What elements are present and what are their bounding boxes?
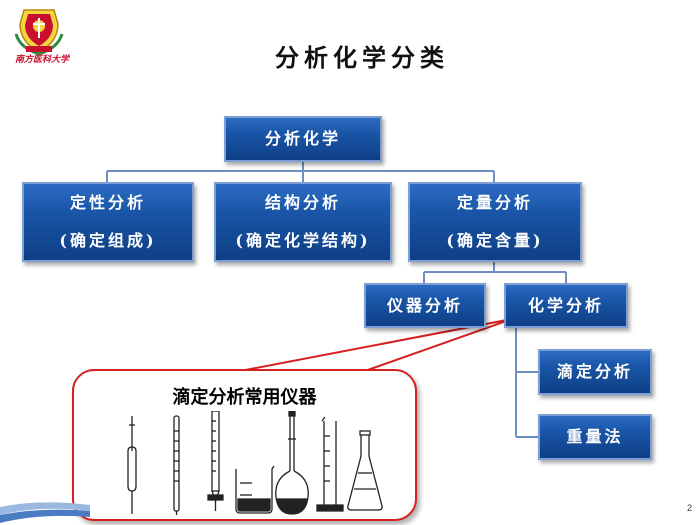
node-label: 仪器分析 — [386, 295, 463, 315]
burette-icon — [207, 411, 224, 511]
volumetric-flask-icon — [275, 411, 309, 515]
conical-flask-icon — [347, 430, 383, 511]
graduated-cylinder-icon — [316, 416, 344, 512]
page-title: 分析化学分类 — [275, 43, 449, 72]
university-logo-icon — [14, 9, 64, 56]
node-sublabel: (确定含量) — [446, 231, 544, 250]
university-name: 南方医科大学 — [14, 55, 69, 65]
callout-box: 滴定分析常用仪器 — [72, 369, 417, 521]
footer-decoration-icon — [0, 502, 90, 523]
node-analytical-chemistry: 分析化学 — [224, 116, 382, 162]
node-label: 定量分析 — [456, 193, 533, 212]
callout-title: 滴定分析常用仪器 — [172, 387, 317, 408]
node-label: 结构分析 — [264, 193, 341, 212]
pipette-icon — [127, 416, 137, 514]
node-label: 滴定分析 — [556, 362, 633, 381]
node-sublabel: (确定组成) — [59, 231, 157, 250]
node-quantitative-analysis: 定量分析 (确定含量) — [408, 182, 582, 262]
node-structural-analysis: 结构分析 (确定化学结构) — [214, 182, 392, 262]
node-label: 化学分析 — [527, 295, 604, 315]
node-label: 重量法 — [566, 427, 624, 446]
page-number: 2 — [686, 503, 692, 513]
node-label: 分析化学 — [264, 129, 341, 148]
node-chemical-analysis: 化学分析 — [504, 283, 628, 328]
node-titration-analysis: 滴定分析 — [538, 349, 652, 395]
graduated-pipette-icon — [173, 415, 180, 515]
node-sublabel: (确定化学结构) — [235, 231, 371, 250]
node-instrumental-analysis: 仪器分析 — [364, 283, 486, 328]
instrument-illustrations — [127, 411, 383, 515]
beaker-icon — [235, 465, 275, 514]
node-label: 定性分析 — [69, 193, 146, 212]
node-gravimetric-method: 重量法 — [538, 414, 652, 460]
node-qualitative-analysis: 定性分析 (确定组成) — [22, 182, 194, 262]
